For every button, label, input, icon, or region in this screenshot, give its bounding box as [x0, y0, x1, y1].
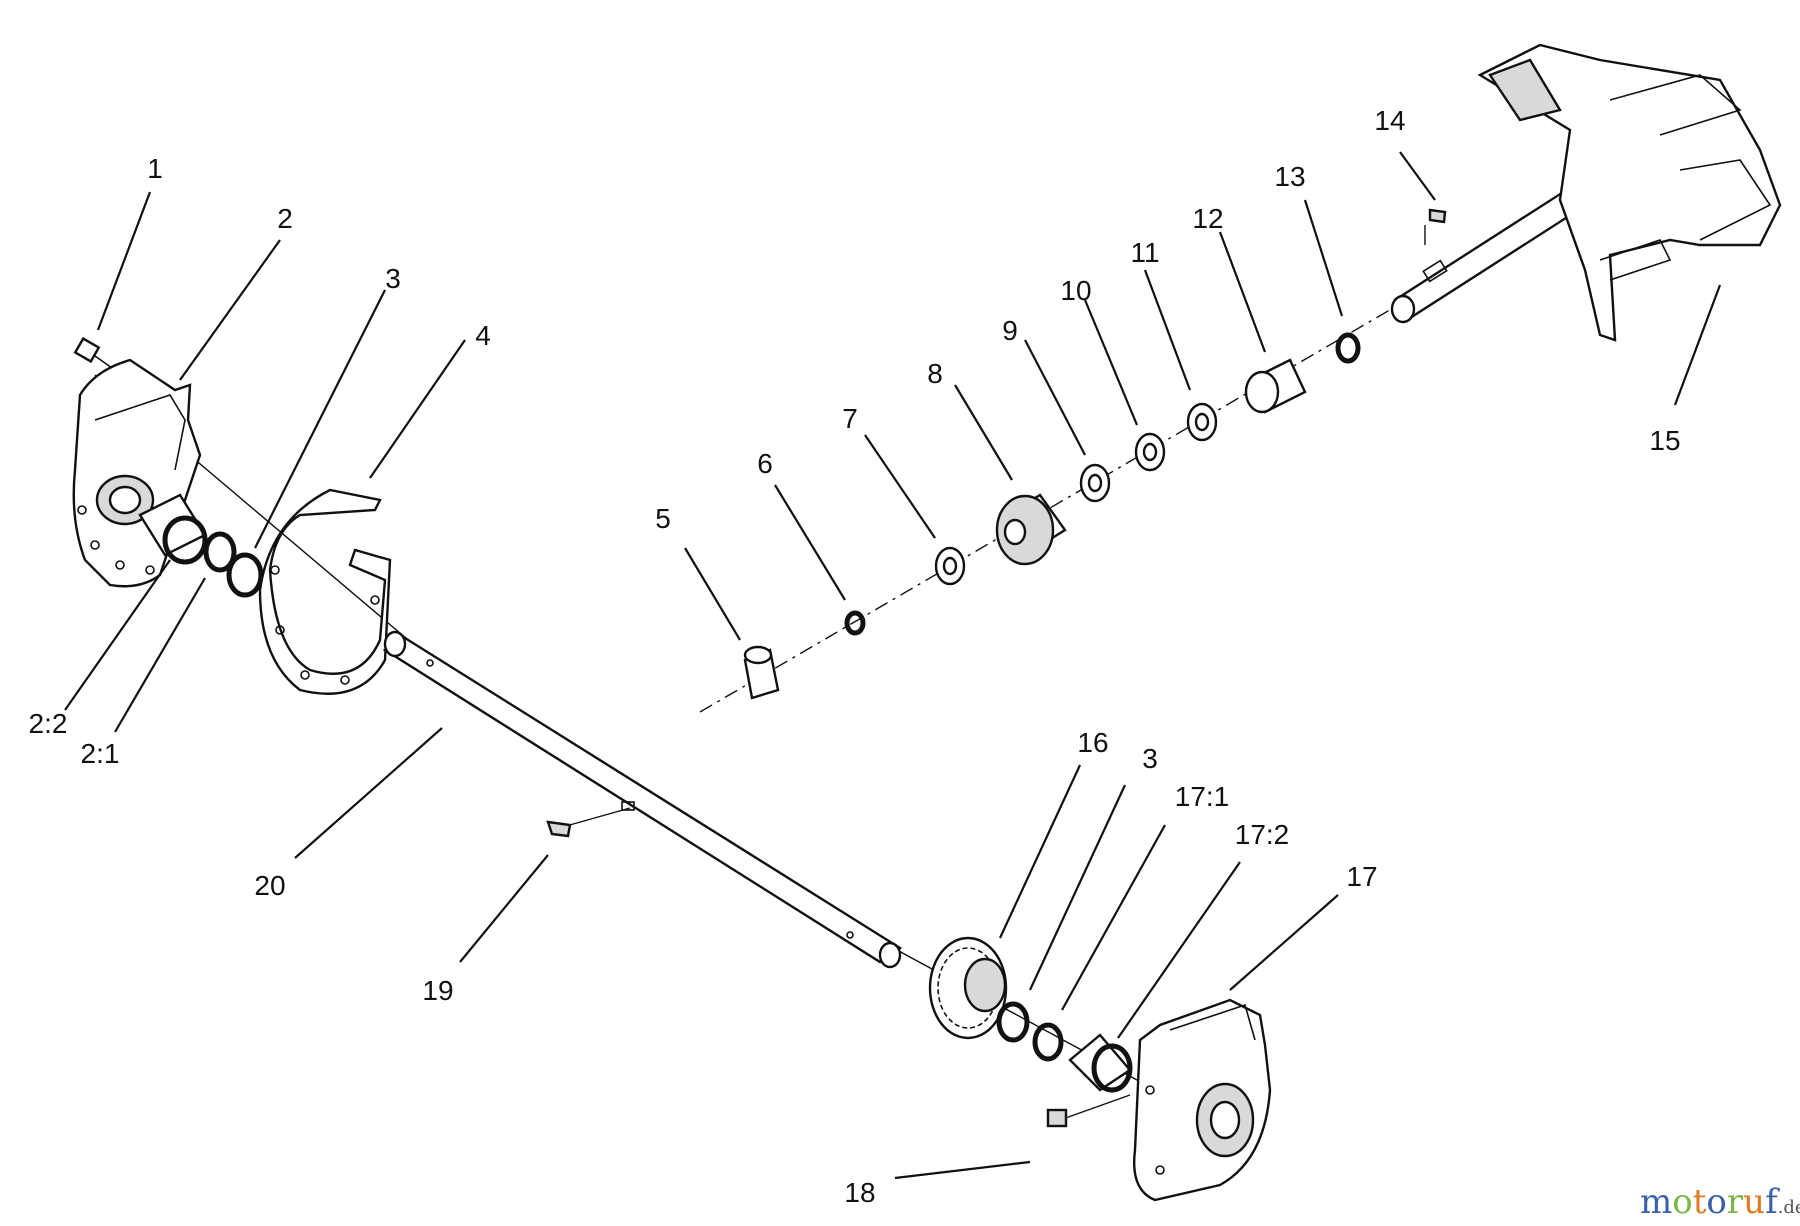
logo-letter: r: [1727, 1182, 1744, 1222]
callout-6: 6: [757, 448, 773, 479]
logo-letter: f: [1765, 1182, 1780, 1222]
callout-17-2: 17:2: [1235, 819, 1290, 850]
logo-letter: t: [1693, 1182, 1707, 1222]
callout-1: 1: [147, 153, 163, 184]
leader-lines: [64, 151, 1722, 1180]
flanged-bushing: [1244, 358, 1307, 414]
left-washer: [203, 531, 237, 573]
callout-4: 4: [475, 320, 491, 351]
shaft-key-14: [1428, 208, 1447, 224]
callout-10: 10: [1060, 275, 1091, 306]
callout-3-right: 3: [1142, 743, 1158, 774]
plug: [1046, 1108, 1068, 1128]
logo-letter: o: [1706, 1182, 1726, 1222]
logo-suffix: .de: [1778, 1197, 1800, 1218]
callout-19: 19: [422, 975, 453, 1006]
callout-11: 11: [1130, 237, 1159, 268]
right-gear-housing: [1133, 998, 1272, 1202]
callout-17: 17: [1346, 861, 1377, 892]
shaft: [382, 630, 903, 969]
callout-2: 2: [277, 203, 293, 234]
callout-2-1: 2:1: [81, 738, 120, 769]
callout-8: 8: [927, 358, 943, 389]
callout-2-2: 2:2: [29, 708, 68, 739]
left-thrust-washer: [226, 552, 264, 598]
right-thrust-washer: [996, 1001, 1030, 1043]
callout-16: 16: [1077, 727, 1108, 758]
logo-text: motoruf.de: [1640, 1182, 1800, 1222]
drive-gear: [928, 936, 1008, 1040]
retaining-ring: [844, 610, 866, 636]
callout-18: 18: [844, 1177, 875, 1208]
washer-9: [1079, 463, 1111, 503]
bolt: [73, 336, 113, 369]
retaining-ring-13: [1335, 332, 1361, 364]
callout-17-1: 17:1: [1175, 781, 1230, 812]
washer-10: [1134, 432, 1166, 472]
callout-labels: 1 2 3 4 5 6 7 8 9 10 11 12 13 14 15 16 3…: [29, 105, 1681, 1208]
callout-5: 5: [655, 503, 671, 534]
washer-11: [1186, 402, 1218, 442]
callout-20: 20: [254, 870, 285, 901]
callout-12: 12: [1192, 203, 1223, 234]
logo-letter: u: [1743, 1182, 1765, 1222]
logo-letter: o: [1672, 1182, 1692, 1222]
right-washer: [1032, 1022, 1064, 1062]
callout-14: 14: [1374, 105, 1405, 136]
left-bushing: [138, 493, 208, 565]
callout-13: 13: [1274, 161, 1305, 192]
callout-3-left: 3: [385, 263, 401, 294]
spacer-washer: [934, 546, 966, 586]
impeller: [1477, 43, 1782, 342]
worm-gear: [995, 493, 1067, 566]
gasket: [258, 488, 392, 695]
left-gear-housing: [72, 358, 202, 588]
shaft-key: [546, 820, 572, 838]
right-bushing: [1068, 1033, 1133, 1093]
callout-9: 9: [1002, 315, 1018, 346]
motoruf-logo: motoruf.de: [1640, 1182, 1800, 1222]
callout-7: 7: [842, 403, 858, 434]
callout-15: 15: [1649, 425, 1680, 456]
upper-bushing: [743, 645, 780, 700]
logo-letter: m: [1640, 1182, 1672, 1222]
